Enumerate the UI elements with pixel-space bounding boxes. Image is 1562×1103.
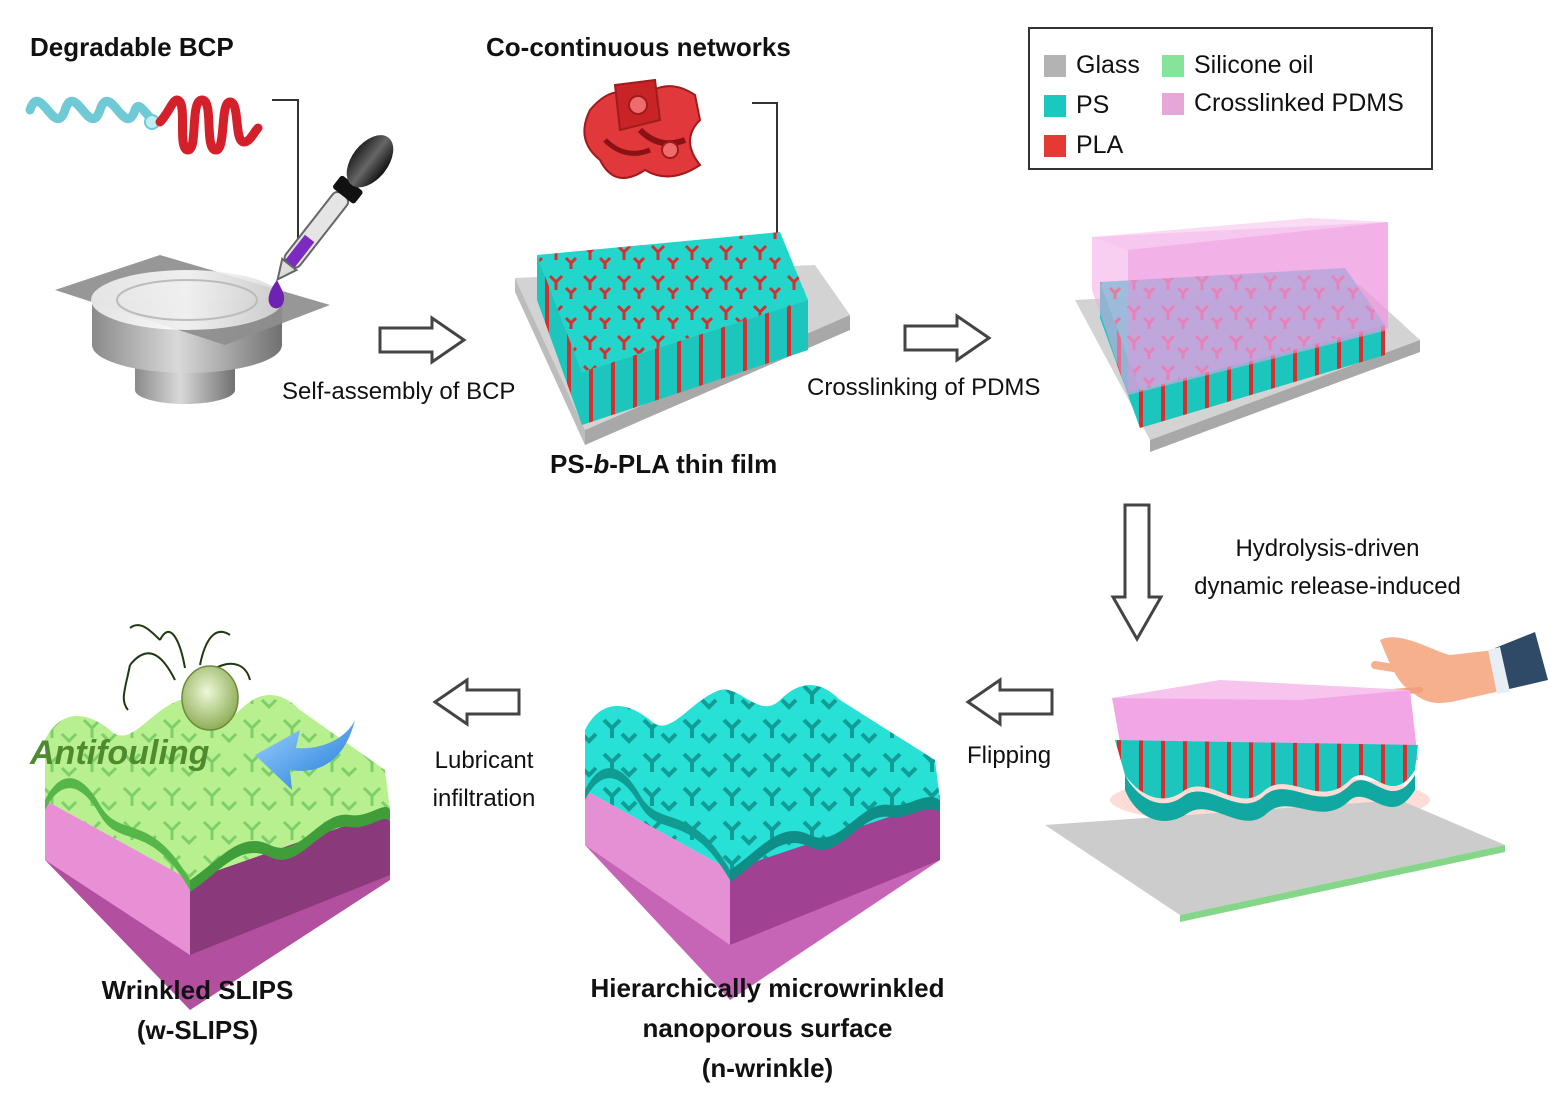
legend-swatch-silicone-oil	[1162, 54, 1184, 77]
leader-line	[272, 99, 299, 262]
legend-label-glass: Glass	[1076, 51, 1140, 79]
n-wrinkle-block	[585, 685, 940, 1000]
flipping-label: Flipping	[967, 742, 1052, 769]
w-slips-line1: Wrinkled SLIPS	[101, 975, 294, 1005]
bacterium-icon	[122, 624, 251, 731]
legend-label-ps: PS	[1076, 91, 1110, 119]
thin-film-block	[515, 232, 850, 445]
network-3d-icon	[583, 78, 702, 179]
hydrolysis-line2: dynamic release-induced	[1194, 573, 1461, 600]
hydrolysis-label: Hydrolysis-driven dynamic release-induce…	[1160, 530, 1495, 606]
bcp-chain-icon	[25, 95, 263, 155]
hand-icon	[1371, 632, 1548, 703]
degradable-bcp-title: Degradable BCP	[30, 32, 234, 62]
arrow-right-1	[378, 315, 467, 365]
legend-label-pdms: Crosslinked PDMS	[1194, 89, 1404, 117]
antifouling-label: Antifouling	[30, 734, 210, 772]
n-wrinkle-line2: nanoporous surface	[642, 1013, 893, 1043]
legend-item-pla: PLA	[1044, 131, 1123, 160]
legend-swatch-glass	[1044, 54, 1066, 77]
arrow-right-2	[903, 313, 992, 363]
w-slips-line2: (w-SLIPS)	[136, 1015, 259, 1045]
legend-item-pdms: Crosslinked PDMS	[1162, 89, 1404, 118]
lubricant-line1: Lubricant	[434, 747, 534, 774]
w-slips-title: Wrinkled SLIPS (w-SLIPS)	[70, 970, 325, 1050]
legend-label-pla: PLA	[1076, 131, 1124, 159]
self-assembly-label: Self-assembly of BCP	[282, 378, 516, 405]
thin-film-title: PS-b-PLA thin film	[550, 449, 777, 480]
spin-coater-icon	[55, 255, 330, 404]
legend-swatch-ps	[1044, 94, 1066, 117]
arrow-left-2	[432, 677, 521, 727]
n-wrinkle-title: Hierarchically microwrinkled nanoporous …	[555, 968, 980, 1088]
blue-arrow-icon	[255, 720, 355, 790]
hydrolysis-line1: Hydrolysis-driven	[1235, 535, 1420, 562]
legend-swatch-pla	[1044, 134, 1066, 157]
w-slips-block	[45, 695, 390, 1010]
n-wrinkle-line1: Hierarchically microwrinkled	[590, 973, 945, 1003]
legend-swatch-pdms	[1162, 92, 1184, 115]
arrow-down	[1110, 503, 1164, 643]
legend-item-ps: PS	[1044, 91, 1109, 120]
legend-box: Glass PS PLA Silicone oil Crosslinked PD…	[1028, 27, 1433, 170]
co-continuous-title: Co-continuous networks	[486, 32, 791, 62]
lubricant-line2: infiltration	[432, 785, 536, 812]
thin-film-prefix: PS-	[550, 449, 594, 479]
arrow-left-1	[965, 677, 1054, 727]
legend-item-glass: Glass	[1044, 51, 1140, 80]
thin-film-suffix: -PLA thin film	[609, 449, 778, 479]
n-wrinkle-line3: (n-wrinkle)	[701, 1053, 834, 1083]
dropper-icon	[268, 135, 394, 309]
legend-item-silicone-oil: Silicone oil	[1162, 51, 1314, 80]
thin-film-italic: b	[593, 449, 610, 479]
crosslinking-label: Crosslinking of PDMS	[807, 374, 1041, 401]
pdms-block	[1075, 218, 1420, 452]
flipping-block	[1045, 680, 1505, 922]
lubricant-label: Lubricant infiltration	[410, 742, 558, 818]
legend-label-silicone-oil: Silicone oil	[1194, 51, 1314, 79]
